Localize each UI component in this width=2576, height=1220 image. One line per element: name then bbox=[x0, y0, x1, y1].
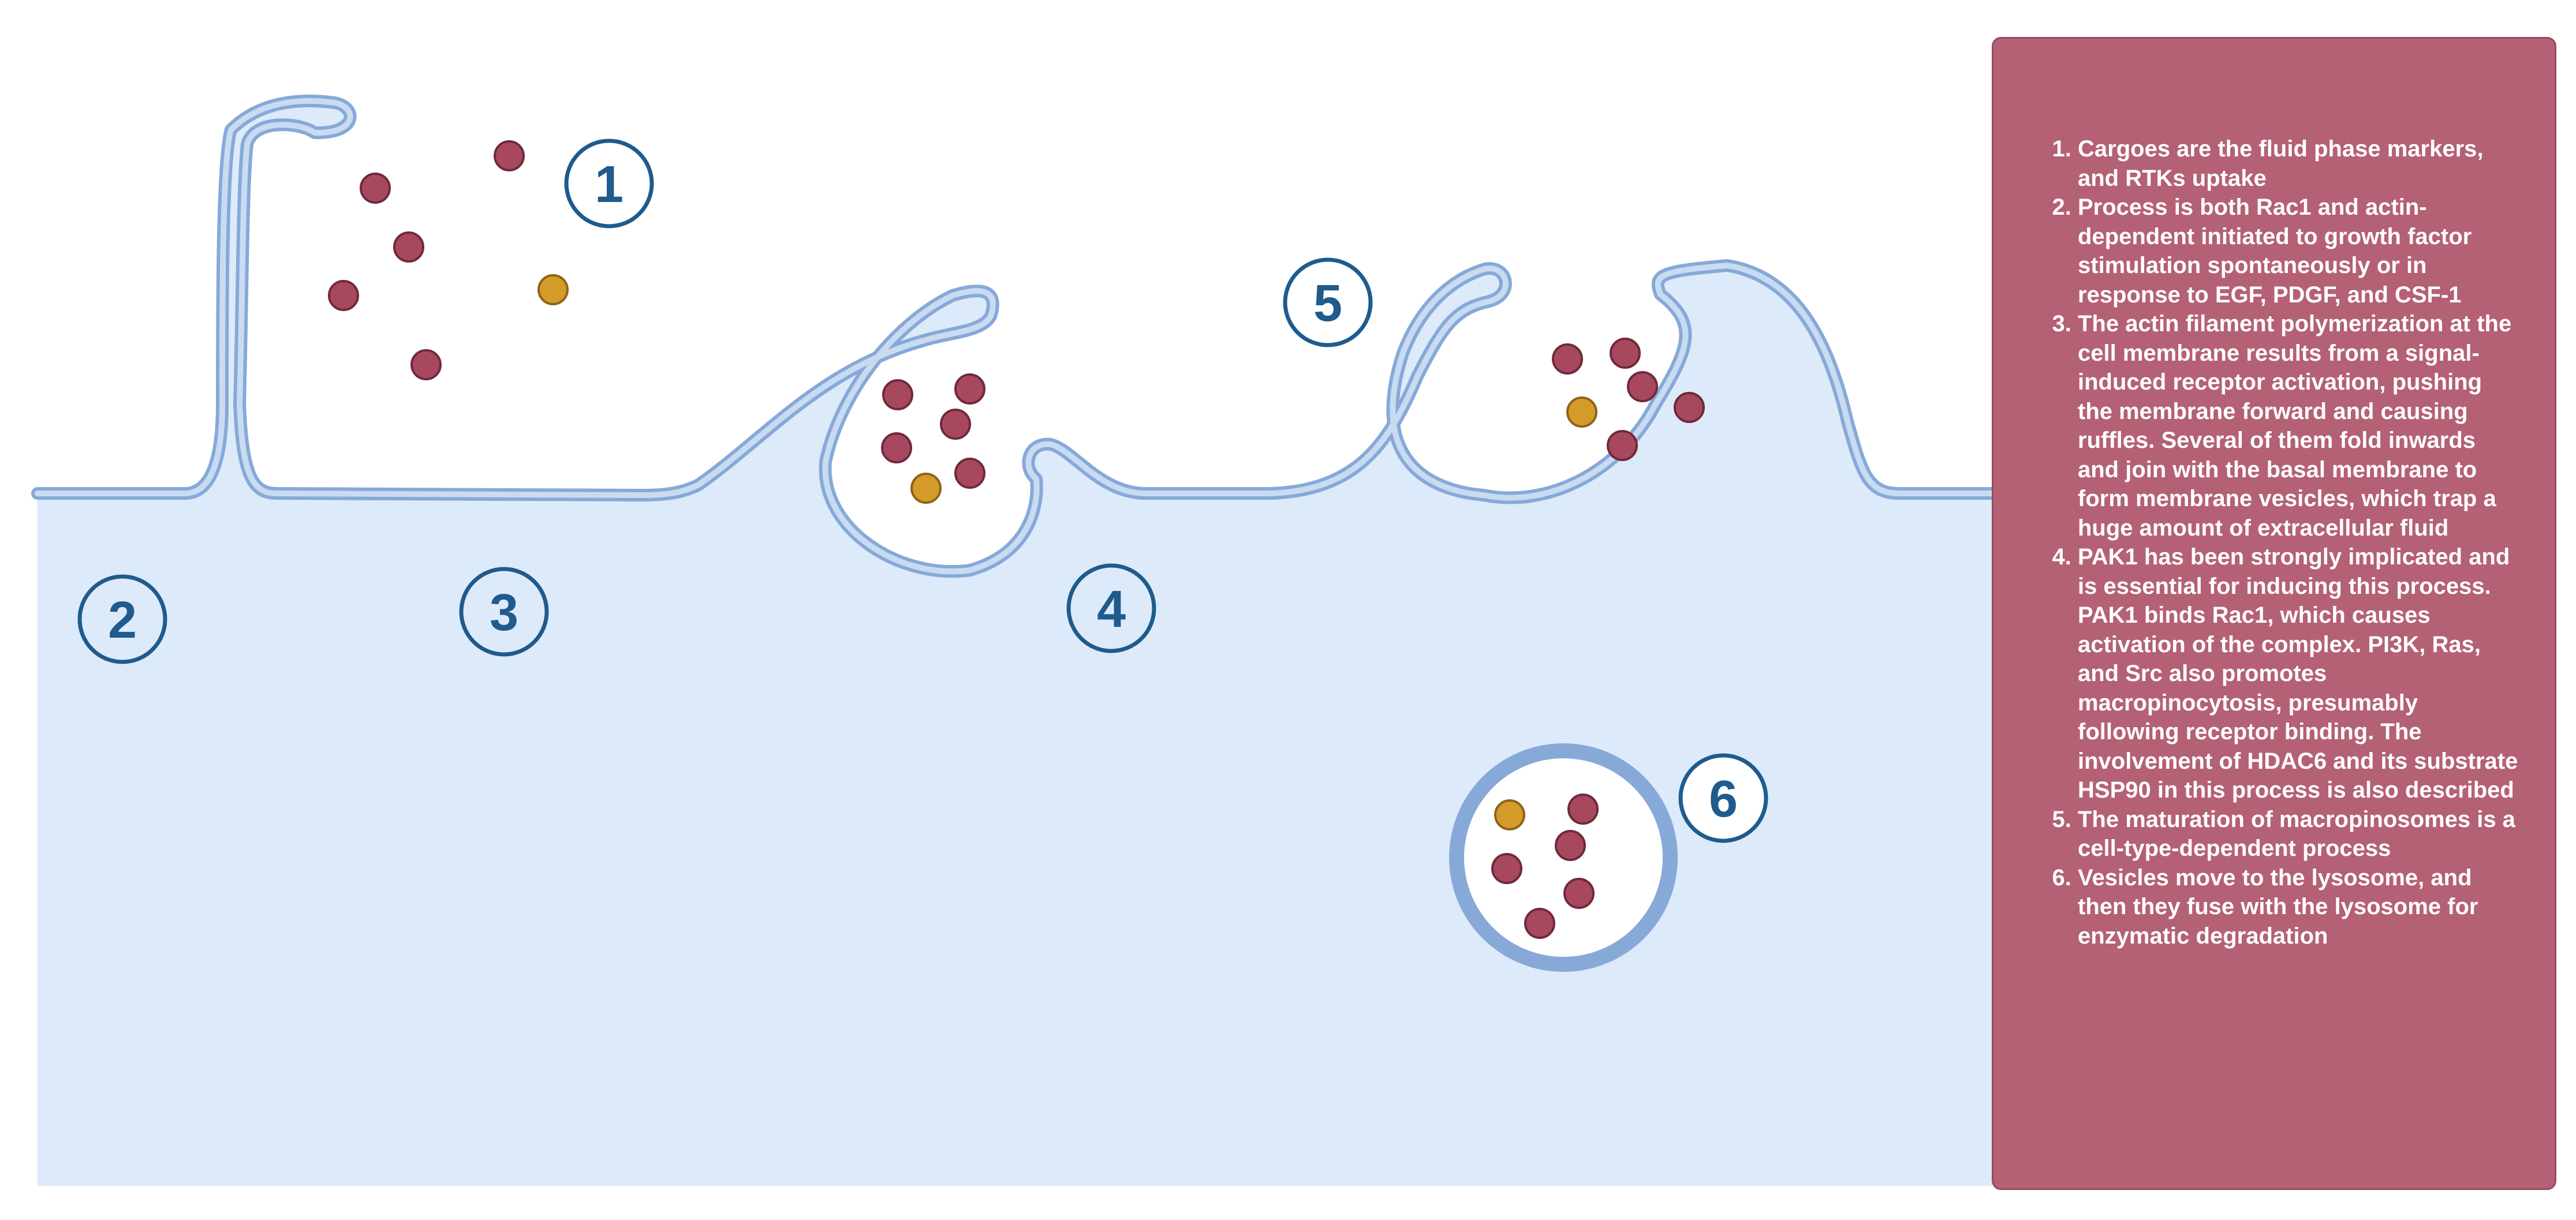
legend-panel: Cargoes are the fluid phase markers, and… bbox=[1992, 37, 2556, 1190]
step-badge-circle bbox=[77, 574, 167, 664]
step-badge-circle bbox=[459, 567, 549, 657]
step-badge-5: 5 bbox=[1283, 257, 1373, 347]
legend-item-4: PAK1 has been strongly implicated and is… bbox=[2078, 542, 2520, 805]
step-badge-2: 2 bbox=[77, 574, 167, 664]
step-badge-circle bbox=[1066, 563, 1156, 653]
cargo-particle bbox=[1627, 371, 1658, 402]
step-badge-4: 4 bbox=[1066, 563, 1156, 653]
cargo-particle-gold bbox=[1566, 396, 1597, 428]
cargo-particle bbox=[1555, 830, 1586, 861]
cargo-particle bbox=[410, 349, 442, 380]
step-badge-circle bbox=[1283, 257, 1373, 347]
step-badge-6: 6 bbox=[1678, 753, 1768, 843]
cargo-particle bbox=[1610, 338, 1641, 369]
cargo-particle bbox=[940, 409, 971, 440]
step-number: 5 bbox=[1313, 275, 1342, 332]
step-badge-circle bbox=[564, 139, 654, 229]
cargo-particle bbox=[360, 173, 391, 204]
step-number: 1 bbox=[595, 156, 624, 214]
step-badge-1: 1 bbox=[564, 139, 654, 229]
legend-item-6: Vesicles move to the lysosome, and then … bbox=[2078, 863, 2520, 951]
cargo-particle bbox=[954, 458, 985, 489]
cargo-particle bbox=[1552, 343, 1583, 375]
cargo-particle bbox=[328, 280, 359, 311]
step-badge-circle bbox=[1678, 753, 1768, 843]
cargo-particle bbox=[1674, 392, 1705, 423]
step-labels: 1 2 3 4 5 6 bbox=[77, 139, 1768, 843]
legend-item-3: The actin filament polymerization at the… bbox=[2078, 309, 2520, 542]
cargo-particle bbox=[393, 231, 424, 263]
step-number: 3 bbox=[490, 584, 518, 642]
cargo-particle-gold bbox=[537, 274, 569, 305]
step-number: 2 bbox=[108, 592, 137, 649]
cargo-particles bbox=[328, 140, 1705, 939]
cargo-particle bbox=[954, 373, 985, 405]
cargo-particle bbox=[1563, 878, 1595, 909]
cargo-particle bbox=[1607, 430, 1638, 461]
cargo-particle-gold bbox=[910, 473, 942, 504]
cargo-particle bbox=[494, 140, 525, 171]
cargo-particle bbox=[881, 432, 912, 463]
cargo-particle bbox=[882, 379, 913, 410]
cargo-particle bbox=[1567, 794, 1599, 825]
cargo-particle bbox=[1524, 908, 1555, 939]
legend-item-2: Process is both Rac1 and actin-dependent… bbox=[2078, 193, 2520, 309]
legend-list: Cargoes are the fluid phase markers, and… bbox=[2034, 134, 2520, 950]
plasma-membrane-inner bbox=[35, 98, 1992, 575]
step-number: 6 bbox=[1709, 770, 1738, 828]
legend-item-1: Cargoes are the fluid phase markers, and… bbox=[2078, 134, 2520, 193]
step-badge-3: 3 bbox=[459, 567, 549, 657]
cargo-particle bbox=[1491, 853, 1522, 884]
cargo-particle-gold bbox=[1494, 799, 1525, 830]
diagram-canvas: 1 2 3 4 5 6 bbox=[31, 94, 1992, 1187]
step-number: 4 bbox=[1097, 581, 1126, 638]
legend-item-5: The maturation of macropinosomes is a ce… bbox=[2078, 805, 2520, 863]
